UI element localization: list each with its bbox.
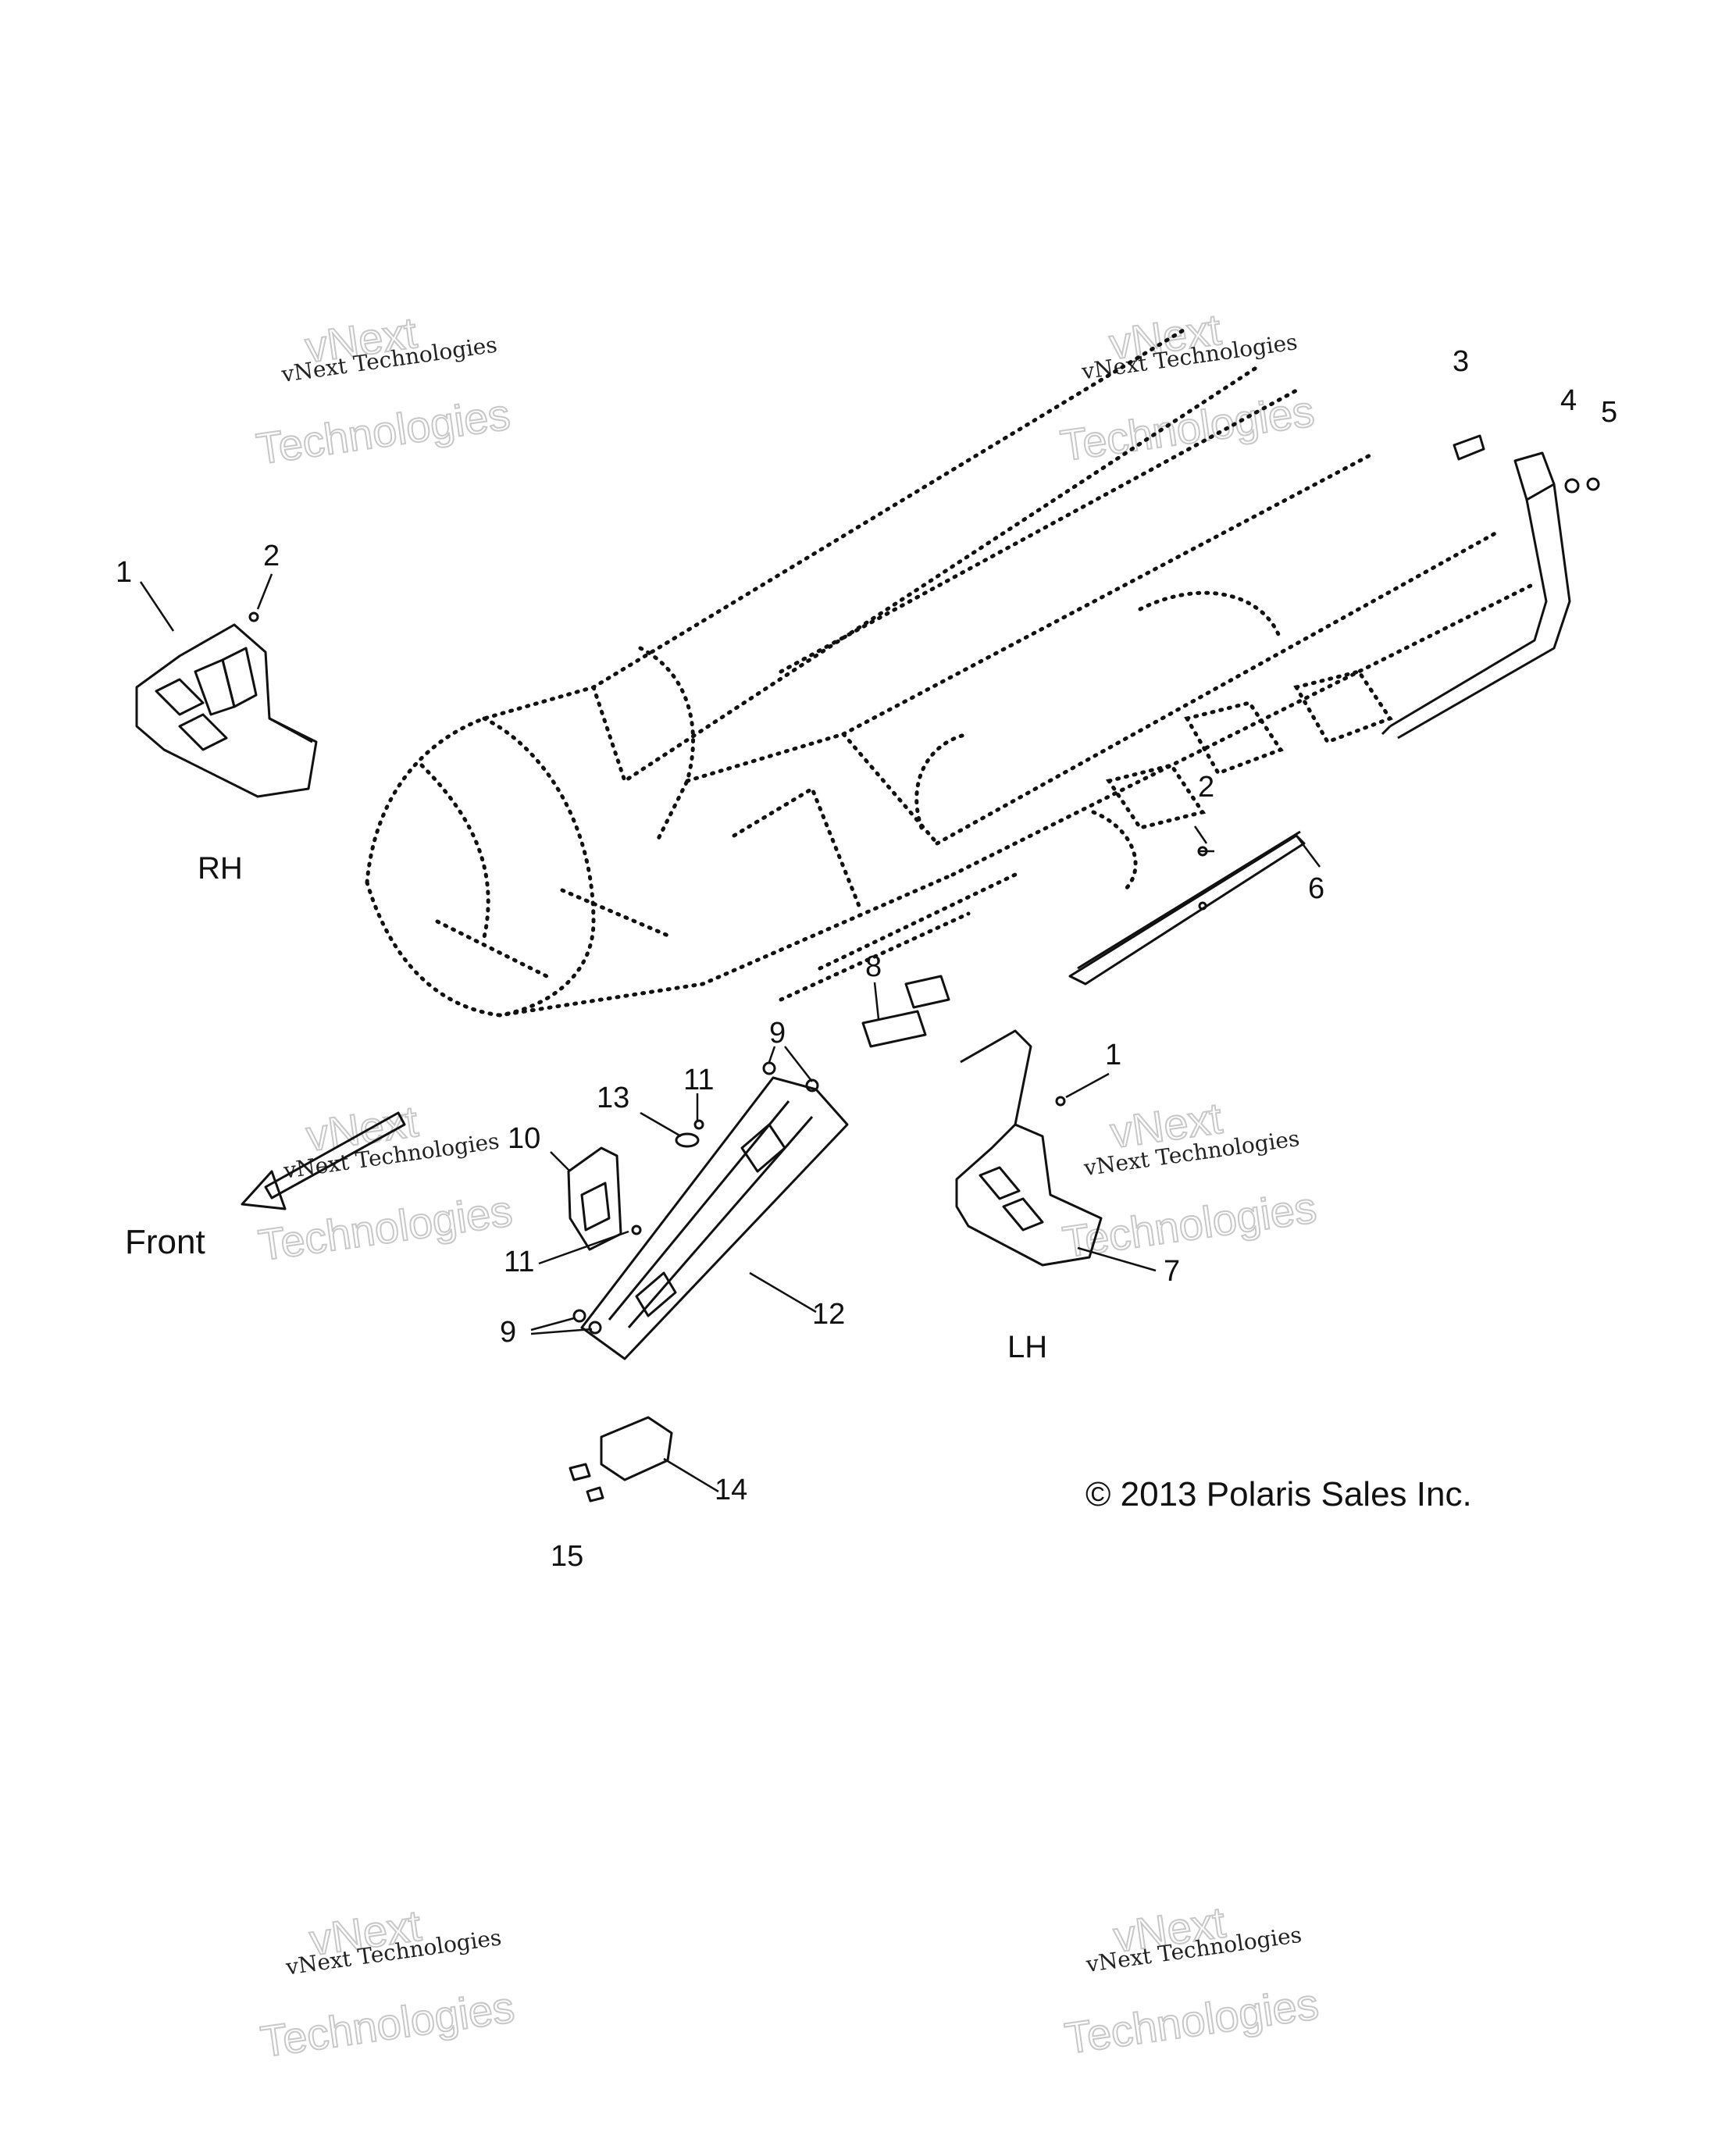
callout-14: 14 (715, 1474, 747, 1506)
watermark-technologies: Technologies (1062, 1979, 1321, 2063)
part-handle-bumper (1381, 451, 1571, 740)
callout-11-top: 11 (683, 1064, 714, 1096)
fastener-9-bottom (572, 1309, 602, 1335)
callout-5: 5 (1601, 396, 1617, 429)
callout-9-bottom: 9 (500, 1316, 516, 1349)
part-10-bracket (567, 1146, 622, 1251)
watermark-technologies: Technologies (253, 389, 512, 473)
callout-3: 3 (1453, 345, 1469, 378)
fastener-1-lh (1055, 1096, 1066, 1107)
callout-1-lh: 1 (1105, 1039, 1121, 1071)
watermark-bottom-right: vNext vNext Technologies Technologies (1061, 1896, 1322, 2063)
callout-4: 4 (1560, 384, 1577, 417)
front-direction-arrow-icon (241, 1111, 406, 1210)
part-1-rh-side-panel (135, 623, 318, 798)
callout-15: 15 (551, 1540, 583, 1573)
watermark-mid-right: vNext vNext Technologies Technologies (1059, 1093, 1320, 1267)
part-5-nut (1586, 477, 1600, 491)
watermark-bottom-left: vNext vNext Technologies Technologies (257, 1900, 518, 2067)
callout-9-top: 9 (769, 1017, 786, 1050)
part-6-running-board-rail (1068, 830, 1306, 986)
callout-13: 13 (597, 1082, 629, 1114)
copyright-notice: © 2013 Polaris Sales Inc. (1085, 1475, 1472, 1513)
chassis-frame (365, 326, 1533, 1018)
callout-10: 10 (508, 1122, 540, 1155)
part-13-clip (675, 1132, 700, 1148)
part-7-lh-side-panel (955, 1029, 1103, 1267)
callout-1-rh: 1 (116, 556, 132, 589)
watermark-technologies: Technologies (258, 1982, 517, 2066)
callout-2-rh: 2 (263, 540, 280, 572)
callout-7: 7 (1164, 1255, 1180, 1288)
part-12-footrest-plate (580, 1076, 849, 1360)
callout-12: 12 (812, 1298, 845, 1331)
part-8-bracket (861, 975, 950, 1048)
leader-lines (139, 573, 1321, 1493)
watermark-technologies: Technologies (255, 1185, 515, 1270)
part-14-mount-bracket (600, 1416, 673, 1481)
callout-11-bottom: 11 (504, 1246, 534, 1278)
callout-2-rail: 2 (1198, 771, 1214, 804)
callout-numbers: 1 2 3 4 5 2 6 9 8 1 11 13 10 11 9 12 7 1… (116, 345, 1617, 1573)
watermark-top-right: vNext vNext Technologies Technologies (1057, 304, 1317, 471)
label-lh: LH (1007, 1330, 1047, 1364)
callout-8: 8 (865, 950, 882, 983)
part-4-washer (1564, 478, 1580, 494)
fastener-2-rh (248, 611, 259, 622)
label-front: Front (125, 1223, 205, 1261)
fastener-11 (631, 1119, 704, 1235)
part-15-bolt (569, 1463, 604, 1503)
part-3-bracket (1453, 434, 1485, 461)
callout-6: 6 (1308, 872, 1324, 905)
watermark-top-left: vNext vNext Technologies Technologies (252, 307, 513, 474)
label-rh: RH (198, 851, 243, 886)
